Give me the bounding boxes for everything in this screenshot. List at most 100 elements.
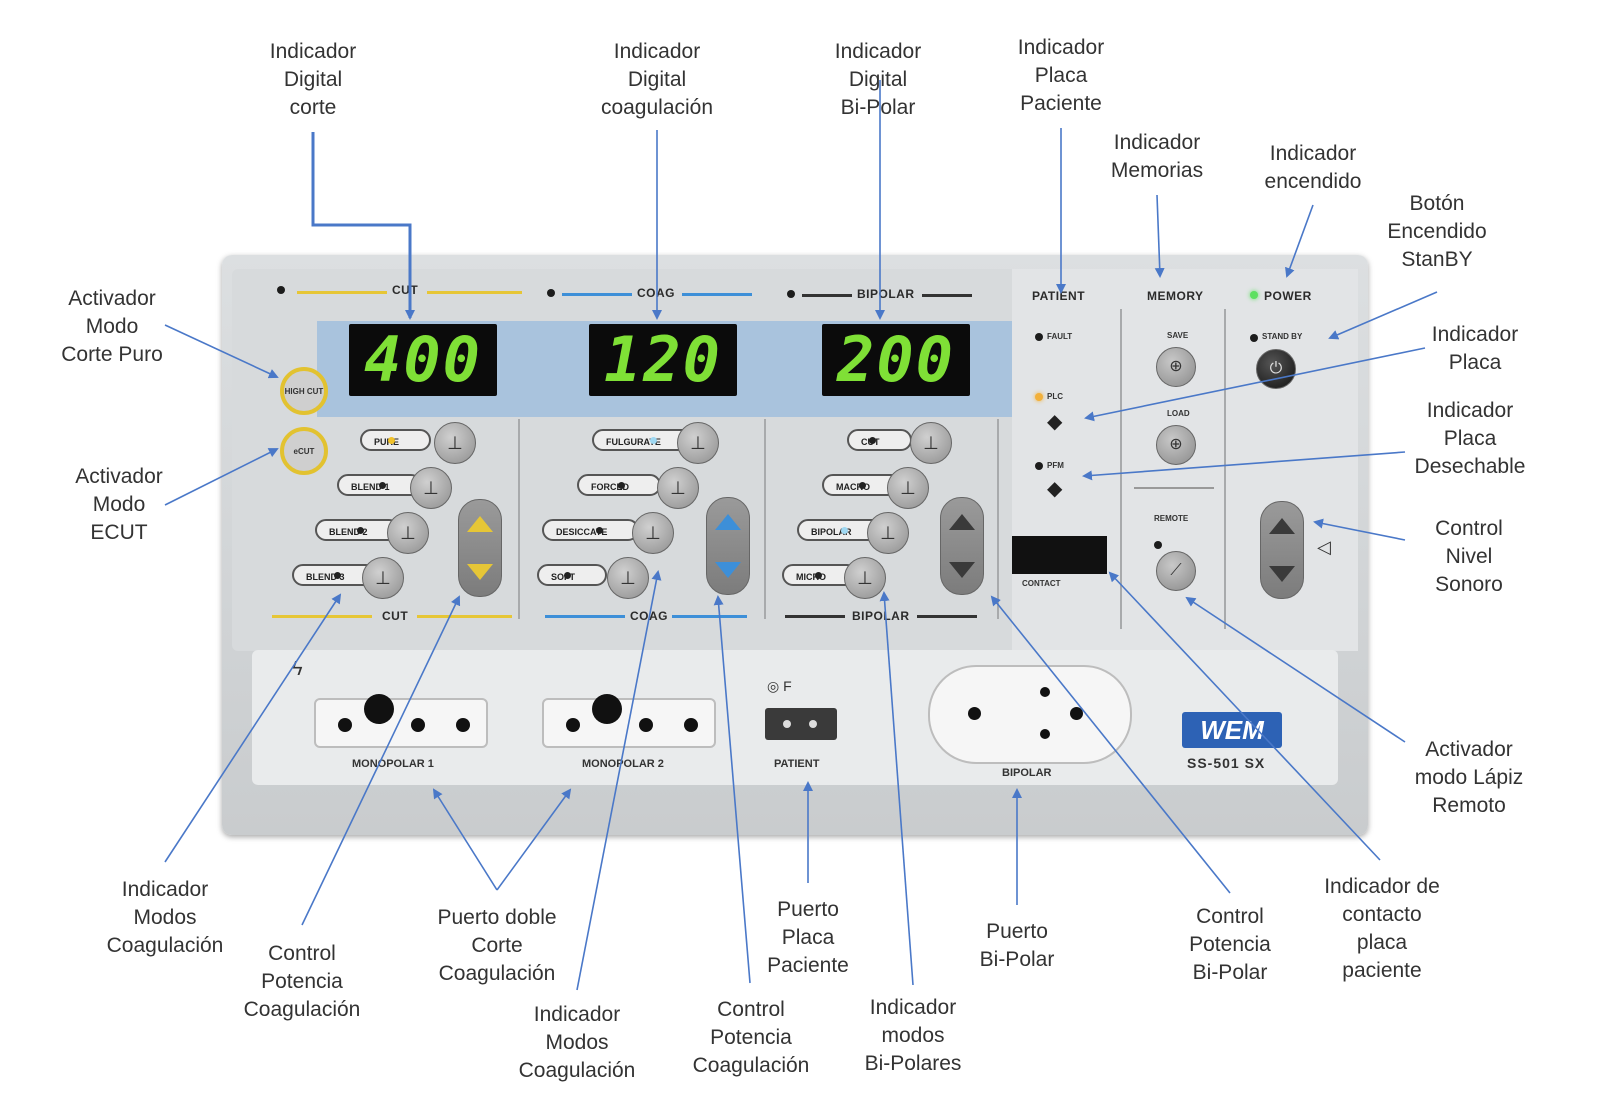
ecut-button[interactable]: eCUT <box>280 427 328 475</box>
divider <box>518 419 520 619</box>
contact-bargraph <box>1012 536 1107 574</box>
bipolar-mode-knob[interactable]: ⊥ <box>910 422 952 464</box>
bipolar-port[interactable] <box>928 665 1132 764</box>
down-arrow-icon[interactable] <box>715 562 741 578</box>
callout-puerto-bipolar: Puerto Bi-Polar <box>979 920 1055 971</box>
port-hole <box>639 718 653 732</box>
patient-plate-port[interactable] <box>765 708 837 740</box>
up-arrow-icon[interactable] <box>715 514 741 530</box>
mode-soft[interactable]: SOFT <box>537 564 607 586</box>
plate-icon: ◆ <box>1047 411 1063 433</box>
mode-blend-1[interactable]: BLEND 1 <box>337 474 422 496</box>
mode-blend-3[interactable]: BLEND 3 <box>292 564 377 586</box>
mode-label: BLEND 2 <box>329 527 368 537</box>
coag-mode-knob[interactable]: ⊥ <box>657 467 699 509</box>
coag-led <box>547 289 555 297</box>
down-arrow-icon[interactable] <box>949 562 975 578</box>
monopolar-2-label: MONOPOLAR 2 <box>582 758 664 770</box>
volume-rocker[interactable] <box>1260 501 1304 599</box>
remote-pencil-button[interactable]: ⟋ <box>1156 551 1196 591</box>
load-button[interactable]: ⊕ <box>1156 425 1196 465</box>
remote-led <box>1154 541 1162 549</box>
callout-ind-modos-coag-1: Indicador Modos Coagulación <box>106 878 224 957</box>
bipolar-mode-knob[interactable]: ⊥ <box>844 557 886 599</box>
mode-led <box>564 572 571 579</box>
bipolar-title-line <box>802 294 852 297</box>
up-arrow-icon[interactable] <box>949 514 975 530</box>
port-hole <box>566 718 580 732</box>
callout-puerto-doble: Puerto doble Corte Coagulación <box>437 906 557 985</box>
divider <box>997 419 999 619</box>
down-arrow-icon[interactable] <box>1269 566 1295 582</box>
standby-label: STAND BY <box>1262 332 1303 341</box>
mode-label: DESICCATE <box>556 527 608 537</box>
cut-digital-display: 400 <box>349 324 497 396</box>
bipolar-bottom-line <box>917 615 977 618</box>
high-cut-button[interactable]: HIGH CUT <box>280 367 328 415</box>
coag-power-rocker[interactable] <box>706 497 750 595</box>
port-hole <box>809 720 817 728</box>
mode-led <box>596 527 604 534</box>
mode-forced[interactable]: FORCED <box>577 474 661 496</box>
down-arrow-icon[interactable] <box>467 564 493 580</box>
mode-fulgurate[interactable]: FULGURATE <box>592 429 693 451</box>
mode-micro[interactable]: MICRO <box>782 564 858 586</box>
power-indicator-led <box>1250 291 1258 299</box>
mode-desiccate[interactable]: DESICCATE <box>542 519 640 541</box>
bipolar-bottom-line <box>785 615 845 618</box>
callout-control-coag-1: Control Potencia Coagulación <box>243 942 361 1021</box>
cut-title: CUT <box>392 283 419 297</box>
port-hole <box>1040 687 1050 697</box>
port-hole <box>783 720 791 728</box>
coag-bottom-line <box>545 615 625 618</box>
callout-ind-modos-coag-2: Indicador Modos Coagulación <box>518 1003 636 1082</box>
power-standby-button[interactable]: ⏻ <box>1256 349 1296 389</box>
plc-label: PLC <box>1047 392 1063 401</box>
callout-ind-contacto-placa: Indicador de contacto placa paciente <box>1324 875 1440 982</box>
patient-port-label: PATIENT <box>774 758 820 770</box>
electrosurgical-unit: CUT COAG BIPOLAR PATIENT MEMORY POWER 40… <box>222 255 1368 835</box>
control-panel: CUT COAG BIPOLAR PATIENT MEMORY POWER 40… <box>232 269 1358 651</box>
standby-led <box>1250 334 1258 342</box>
coag-mode-knob[interactable]: ⊥ <box>632 512 674 554</box>
monopolar-1-label: MONOPOLAR 1 <box>352 758 434 770</box>
mode-led <box>378 482 386 489</box>
cut-mode-knob[interactable]: ⊥ <box>362 557 404 599</box>
bipolar-mode-knob[interactable]: ⊥ <box>887 467 929 509</box>
bipolar-title-line <box>922 294 972 297</box>
save-button[interactable]: ⊕ <box>1156 347 1196 387</box>
monopolar-2-port[interactable] <box>542 694 716 748</box>
port-hole <box>364 694 394 724</box>
brand-logo: WEM <box>1182 712 1282 748</box>
mode-label: BLEND 3 <box>306 572 345 582</box>
port-hole <box>684 718 698 732</box>
monopolar-1-port[interactable] <box>314 694 488 748</box>
cut-power-rocker[interactable] <box>458 499 502 597</box>
cut-led <box>277 286 285 294</box>
cut-mode-knob[interactable]: ⊥ <box>434 422 476 464</box>
up-arrow-icon[interactable] <box>1269 518 1295 534</box>
disposable-plate-icon: ◆ <box>1047 478 1063 500</box>
patient-plate-symbol-icon: ◎ F <box>767 678 792 694</box>
callout-ind-digital-coag: Indicador Digital coagulación <box>600 40 714 119</box>
callout-boton-encendido: Botón Encendido StanBY <box>1387 192 1487 271</box>
callout-control-sonoro: Control Nivel Sonoro <box>1435 517 1503 596</box>
mode-led <box>649 437 657 444</box>
port-hole <box>411 718 425 732</box>
coag-digital-display: 120 <box>589 324 737 396</box>
up-arrow-icon[interactable] <box>467 516 493 532</box>
coag-mode-knob[interactable]: ⊥ <box>607 557 649 599</box>
mode-led <box>859 482 866 489</box>
bipolar-mode-knob[interactable]: ⊥ <box>867 512 909 554</box>
coag-mode-knob[interactable]: ⊥ <box>677 422 719 464</box>
cut-mode-knob[interactable]: ⊥ <box>410 467 452 509</box>
mode-label: MICRO <box>796 572 826 582</box>
bipolar-power-rocker[interactable] <box>940 497 984 595</box>
mode-macro[interactable]: MACRO <box>822 474 902 496</box>
power-title: POWER <box>1264 289 1312 303</box>
mode-bipolar-cut[interactable]: CUT <box>847 429 912 451</box>
mode-pure[interactable]: PURE <box>360 429 432 451</box>
callout-ind-modos-bipolares: Indicador modos Bi-Polares <box>864 996 962 1075</box>
callout-act-corte-puro: Activador Modo Corte Puro <box>61 287 163 366</box>
cut-mode-knob[interactable]: ⊥ <box>387 512 429 554</box>
